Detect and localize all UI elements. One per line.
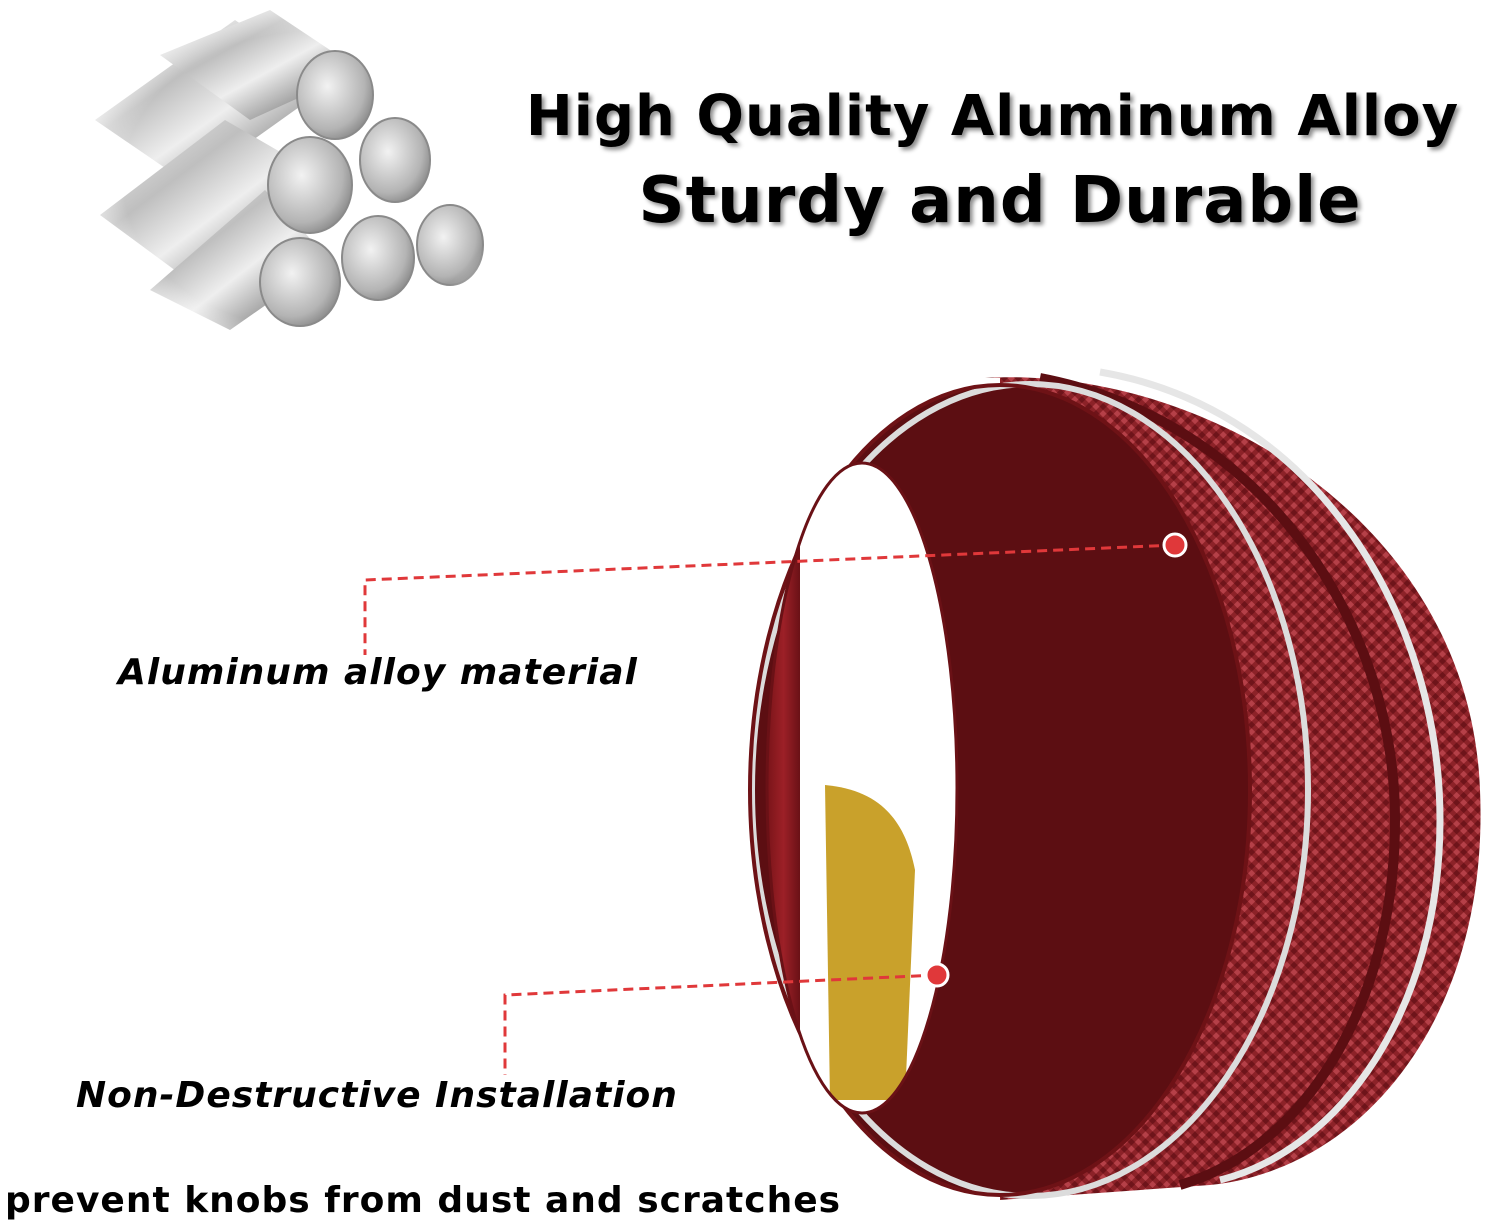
callout-install-leader bbox=[503, 962, 950, 1075]
callout-material-dot bbox=[1162, 532, 1188, 558]
headline-material: High Quality Aluminum Alloy bbox=[525, 84, 1460, 149]
callout-install-dot bbox=[924, 962, 950, 988]
callout-installation-label: Non-Destructive Installation bbox=[76, 1075, 678, 1116]
callout-material-label: Aluminum alloy material bbox=[118, 652, 638, 693]
headline-durable: Sturdy and Durable bbox=[638, 164, 1362, 238]
knob-ring-image bbox=[748, 368, 1481, 1200]
aluminum-rods-image bbox=[60, 0, 520, 360]
callout-material-leader bbox=[363, 532, 1188, 655]
protection-caption: prevent knobs from dust and scratches bbox=[5, 1180, 842, 1221]
